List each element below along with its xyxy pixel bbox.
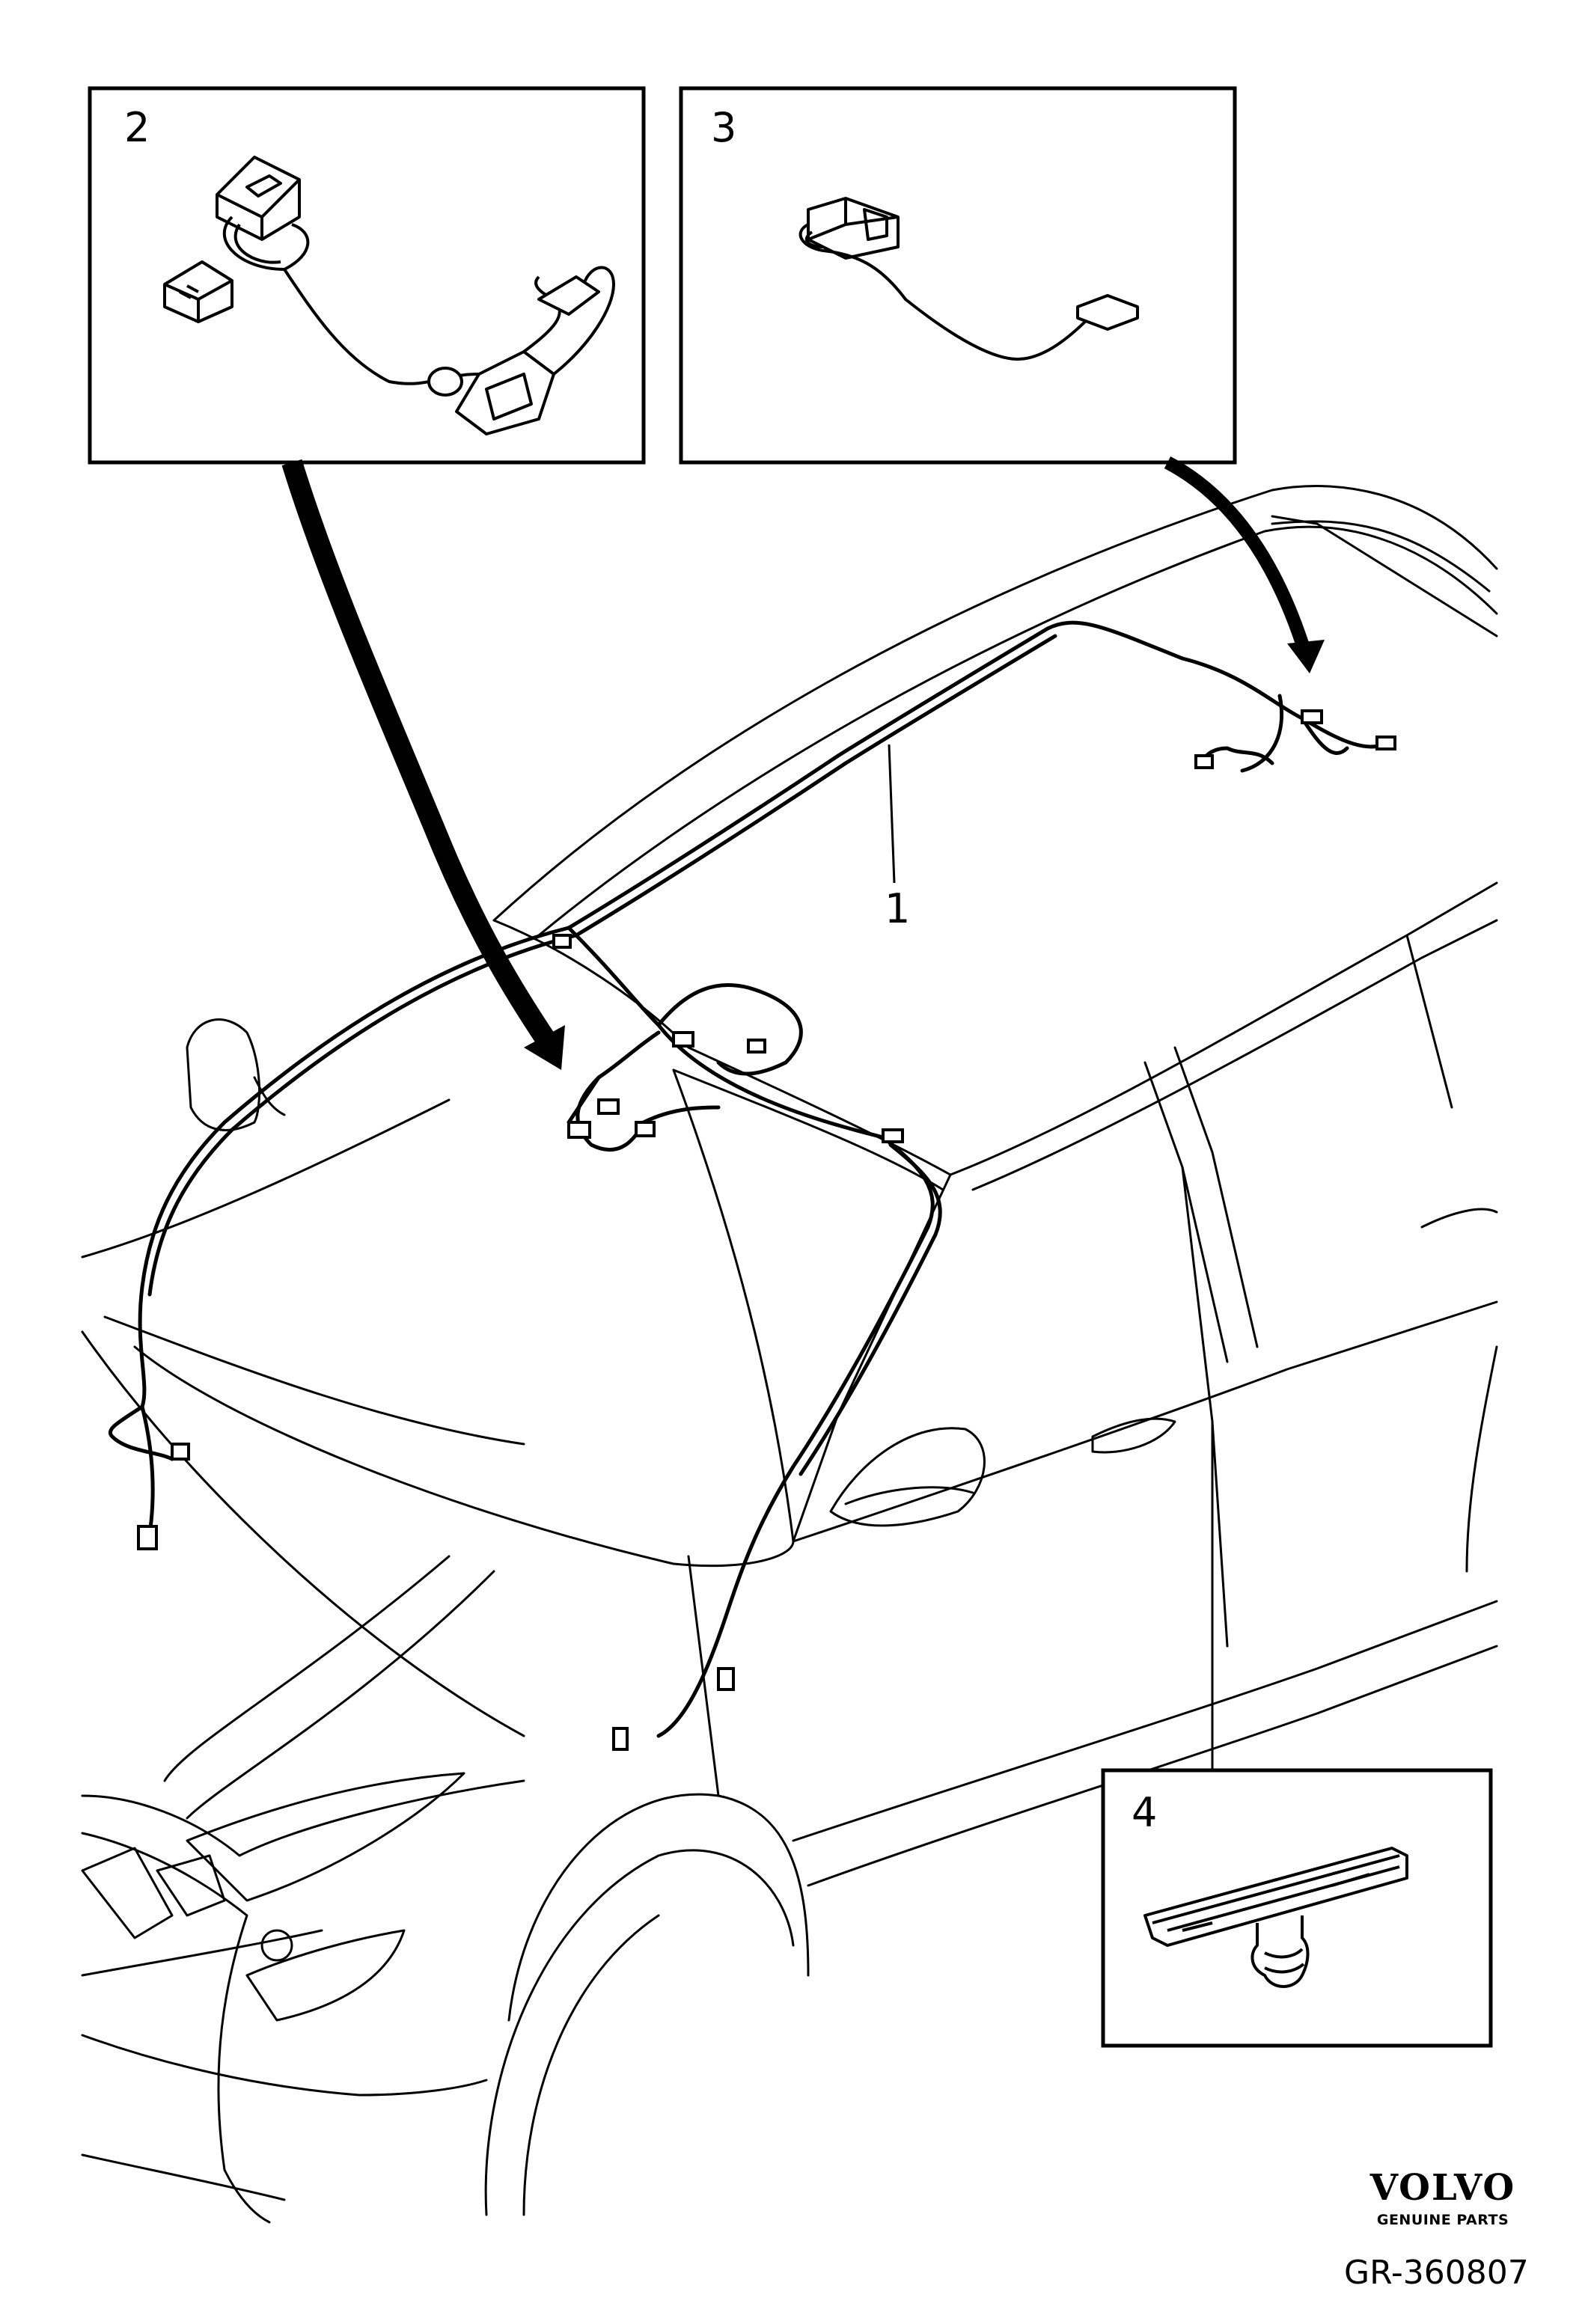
inset-box-3 <box>679 86 1237 465</box>
callout-1: 1 <box>885 885 911 932</box>
callout-2: 2 <box>124 104 150 151</box>
logo-subtext: GENUINE PARTS <box>1376 2212 1509 2228</box>
logo-text: VOLVO <box>1369 2167 1516 2209</box>
diagram-reference-number: GR-360807 <box>1344 2254 1529 2292</box>
callout-4: 4 <box>1132 1789 1158 1836</box>
trim-clip-illustration <box>1143 1847 1408 1988</box>
rear-connector-harness-illustration <box>798 197 1139 361</box>
front-connector-harness-illustration <box>163 156 615 435</box>
callout-1-leader <box>888 744 896 884</box>
callout-3: 3 <box>711 104 737 151</box>
volvo-genuine-parts-logo: VOLVO GENUINE PARTS <box>1353 2170 1533 2228</box>
arrow-inset-2 <box>281 459 565 1070</box>
inset-box-2 <box>88 86 646 465</box>
arrow-inset-3 <box>1164 456 1325 673</box>
inset-box-4 <box>1101 1768 1493 2048</box>
roof-wiring-harness <box>109 620 1394 1738</box>
harness-connectors <box>137 709 1396 1751</box>
